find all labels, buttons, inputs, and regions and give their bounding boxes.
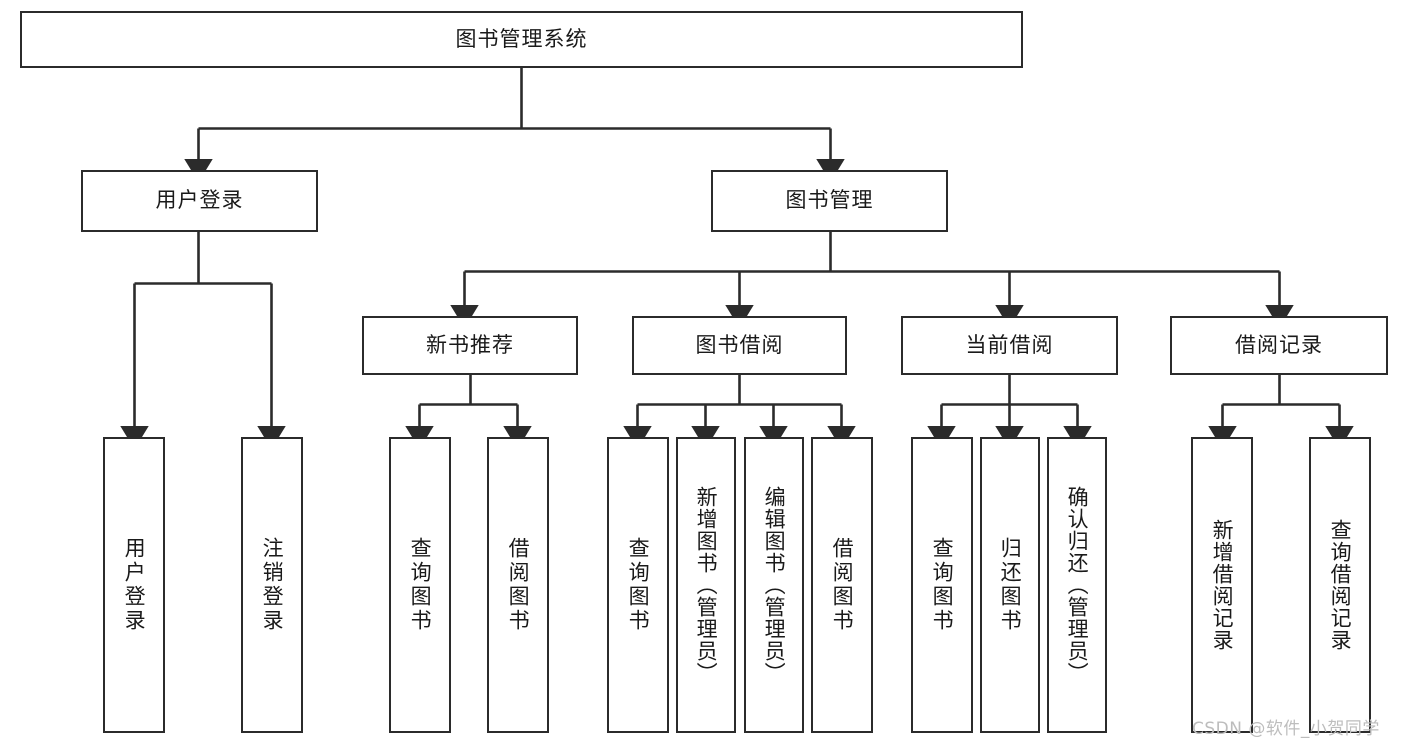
leaf-query-book-new[interactable]: 查询图书 xyxy=(389,437,451,733)
leaf-add-borrow-record[interactable]: 新增借阅记录 xyxy=(1191,437,1253,733)
node-root[interactable]: 图书管理系统 xyxy=(20,11,1023,68)
leaf-logout[interactable]: 注销登录 xyxy=(241,437,303,733)
leaf-query-book-borrow[interactable]: 查询图书 xyxy=(607,437,669,733)
leaf-edit-book-admin[interactable]: 编辑图书（管理员） xyxy=(744,437,804,733)
node-book-borrow[interactable]: 图书借阅 xyxy=(632,316,847,375)
leaf-user-login[interactable]: 用户登录 xyxy=(103,437,165,733)
leaf-add-book-admin[interactable]: 新增图书（管理员） xyxy=(676,437,736,733)
leaf-borrow-book-new[interactable]: 借阅图书 xyxy=(487,437,549,733)
node-book-management[interactable]: 图书管理 xyxy=(711,170,948,232)
node-borrow-record[interactable]: 借阅记录 xyxy=(1170,316,1388,375)
node-user-login[interactable]: 用户登录 xyxy=(81,170,318,232)
leaf-query-borrow-record[interactable]: 查询借阅记录 xyxy=(1309,437,1371,733)
leaf-query-book-current[interactable]: 查询图书 xyxy=(911,437,973,733)
node-current-borrow[interactable]: 当前借阅 xyxy=(901,316,1118,375)
leaf-confirm-return-admin[interactable]: 确认归还（管理员） xyxy=(1047,437,1107,733)
leaf-return-book[interactable]: 归还图书 xyxy=(980,437,1040,733)
node-new-book-recommend[interactable]: 新书推荐 xyxy=(362,316,578,375)
leaf-borrow-book[interactable]: 借阅图书 xyxy=(811,437,873,733)
